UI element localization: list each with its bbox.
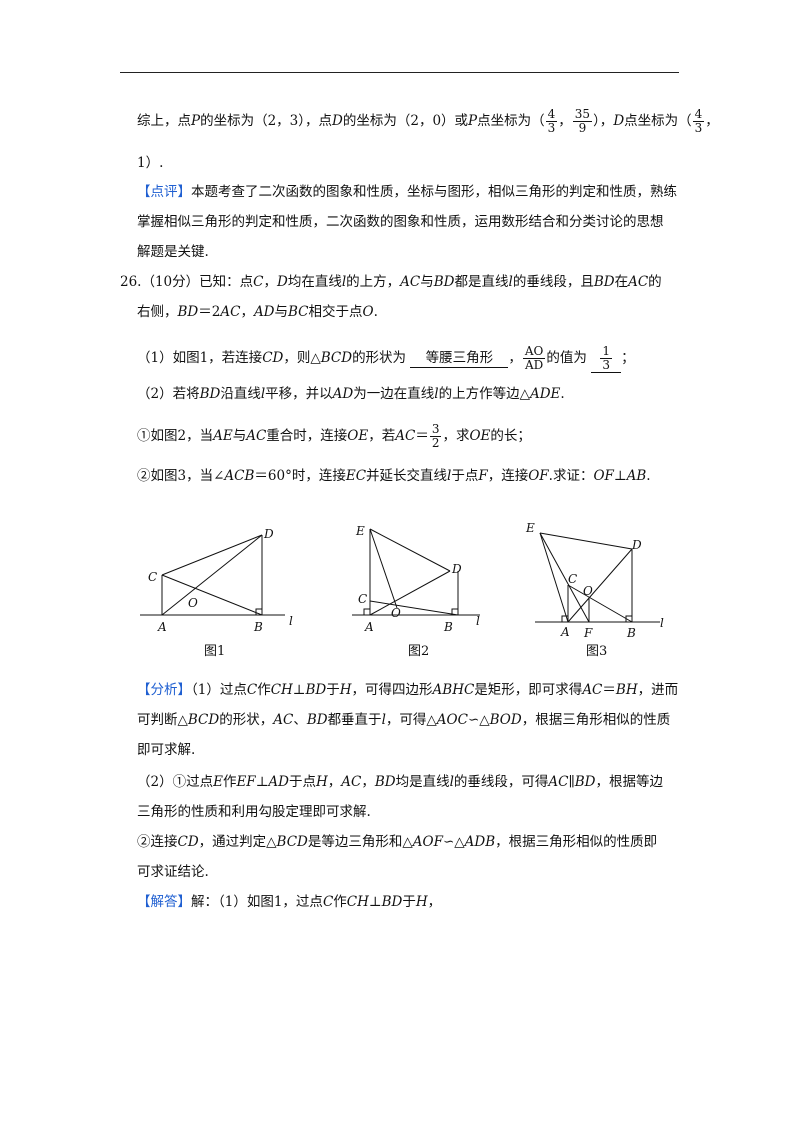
solution-tag: 【解答】 [137, 894, 191, 910]
fig3-ed [539, 532, 633, 550]
fig3-ef [539, 532, 590, 623]
fig2-label-d: D [451, 562, 462, 576]
fig2-label-c: C [358, 592, 367, 606]
figure-1 [140, 534, 285, 616]
analysis-line-1: 【分析】（1）过点C作CH⊥BD于H，可得四边形ABHC是矩形，即可求得AC＝B… [137, 682, 679, 698]
problem-line-1: 26.（10分）已知：点C，D均在直线l的上方，AC与BD都是直线l的垂线段，且… [120, 274, 662, 290]
fig3-ad [567, 548, 633, 623]
fig3-right-angle-a [561, 615, 568, 622]
fig2-ed [369, 528, 451, 572]
part2-line: （2）若将BD沿直线l平移，并以AD为一边在直线l的上方作等边△ADE. [137, 386, 565, 402]
fig3-label-l: l [660, 616, 664, 630]
figure-2 [352, 528, 480, 616]
fig1-ad [161, 534, 263, 616]
fig3-label-d: D [631, 538, 642, 552]
analysis-tag: 【分析】 [137, 682, 191, 698]
answer-shape: 等腰三角形 [410, 349, 509, 368]
figures: C D O A B l E D C O A B l E D C O A F B … [140, 521, 664, 659]
analysis-line-2: 可判断△BCD的形状，AC、BD都垂直于l，可得△AOC∽△BOD，根据三角形相… [137, 712, 671, 728]
fig3-label-o: O [583, 584, 593, 598]
comment-line-3: 解题是关键. [137, 244, 209, 260]
fig2-label-a: A [364, 620, 374, 634]
fig2-caption: 图2 [408, 644, 429, 659]
fig1-bc [161, 574, 263, 616]
fig1-label-a: A [157, 620, 167, 634]
header-rule [120, 72, 679, 73]
fig1-label-l: l [289, 614, 293, 628]
fig3-label-a: A [560, 625, 570, 639]
fig2-label-o: O [391, 606, 401, 620]
fig2-right-angle-b [451, 608, 458, 615]
fig3-label-c: C [568, 572, 577, 586]
fig3-label-b: B [626, 626, 636, 640]
fig1-caption: 图1 [204, 644, 225, 659]
fig3-caption: 图3 [586, 644, 607, 659]
fig1-cd [161, 534, 263, 576]
analysis-line-5: 三角形的性质和利用勾股定理即可求解. [137, 804, 371, 820]
fig1-right-angle [255, 608, 262, 615]
fig3-label-e: E [525, 521, 535, 535]
analysis-line-3: 即可求解. [137, 742, 196, 758]
fig1-label-o: O [188, 596, 198, 610]
problem-line-2: 右侧，BD＝2AC，AD与BC相交于点O. [137, 304, 378, 320]
fig2-oe [369, 528, 398, 609]
analysis-line-7: 可求证结论. [137, 864, 209, 880]
conclusion-line-2: 1）. [137, 155, 164, 171]
fig2-label-l: l [476, 614, 480, 628]
comment-line-2: 掌握相似三角形的判定和性质，二次函数的图象和性质，运用数形结合和分类讨论的思想 [137, 214, 664, 230]
analysis-line-4: （2）①过点E作EF⊥AD于点H，AC，BD均是直线l的垂线段，可得AC∥BD，… [137, 774, 664, 790]
fig1-label-c: C [148, 570, 157, 584]
figure-3 [535, 532, 660, 623]
fig2-bc [369, 600, 459, 616]
fig3-bc [567, 584, 633, 623]
fig2-label-e: E [355, 524, 365, 538]
fig3-ea [539, 532, 569, 623]
fig3-right-angle-b [625, 615, 632, 622]
solution-line-1: 【解答】解：（1）如图1，过点C作CH⊥BD于H， [137, 894, 442, 910]
comment-line-1: 【点评】本题考查了二次函数的图象和性质，坐标与图形，相似三角形的判定和性质，熟练 [137, 184, 677, 200]
analysis-line-6: ②连接CD，通过判定△BCD是等边三角形和△AOF∽△ADB，根据三角形相似的性… [137, 834, 658, 850]
fig2-right-angle-a [363, 608, 370, 615]
sub2-line: ②如图3，当∠ACB＝60°时，连接EC并延长交直线l于点F，连接OF.求证：O… [137, 468, 651, 484]
fig1-label-d: D [263, 527, 274, 541]
fig1-label-b: B [253, 620, 263, 634]
fig2-label-b: B [443, 620, 453, 634]
fig2-ad [369, 570, 451, 616]
comment-tag: 【点评】 [137, 184, 191, 200]
fig3-label-f: F [583, 626, 593, 640]
